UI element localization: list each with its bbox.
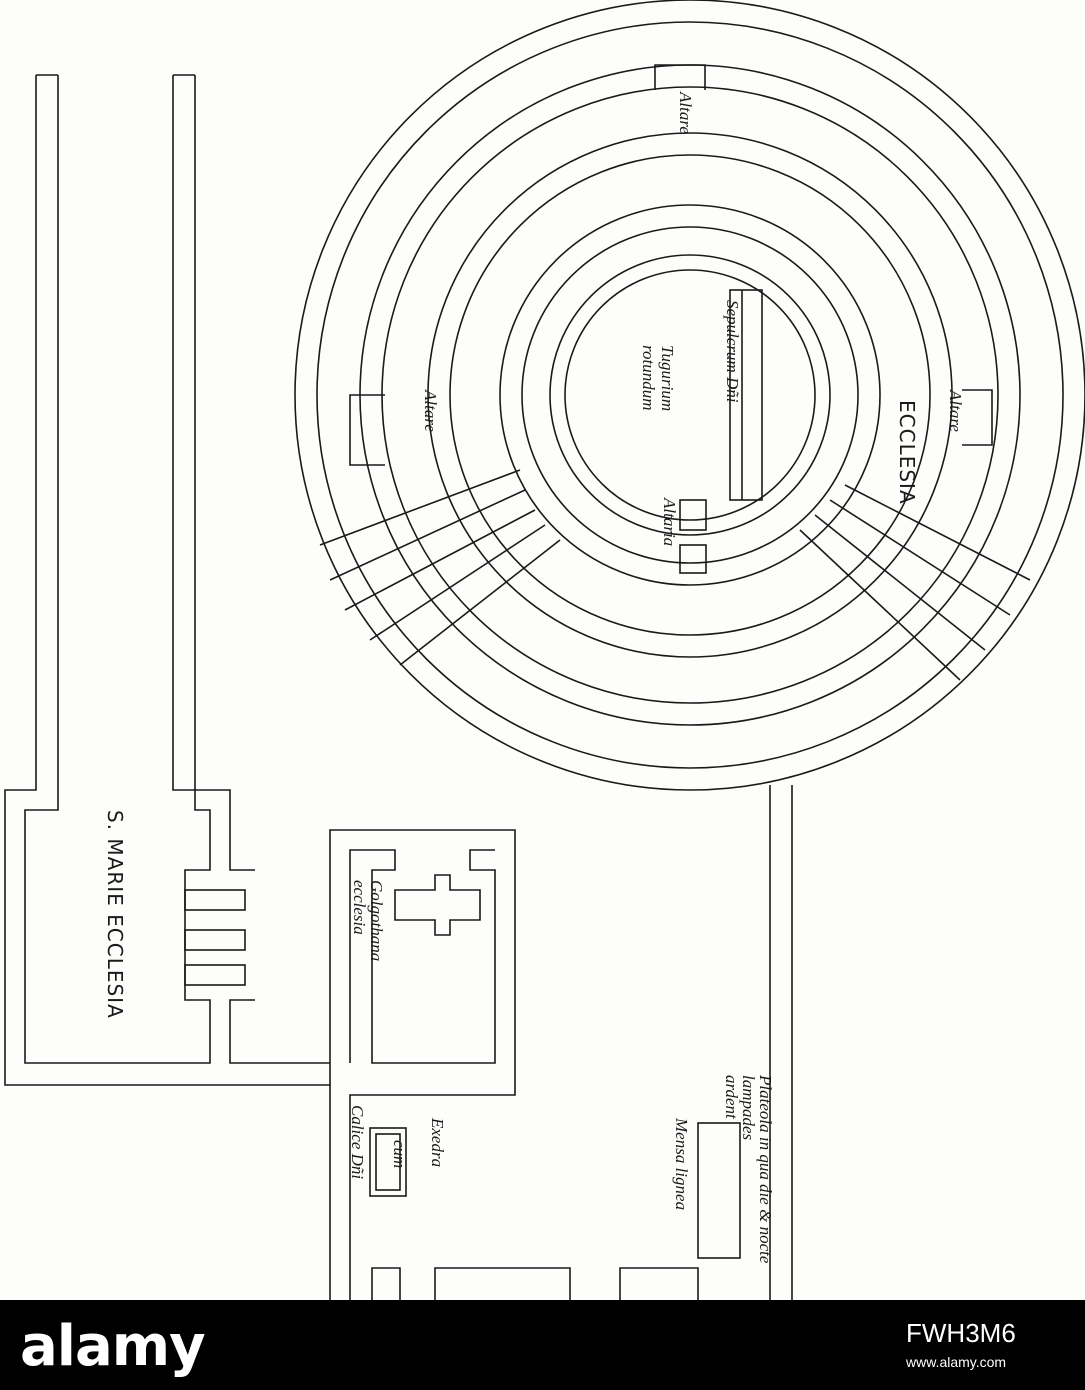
label-lampades: lampades — [739, 1075, 758, 1141]
image-id: FWH3M6 — [906, 1318, 1016, 1348]
label-exedra: Exedra — [428, 1117, 447, 1167]
mensa-table — [697, 1122, 741, 1259]
passage-line — [844, 484, 1031, 581]
lower-walls — [371, 1267, 699, 1300]
apse-right — [962, 389, 993, 446]
altar-apses — [349, 64, 993, 466]
church-plan-diagram: ECCLESIA Altare Altare Altare Sepulcrum … — [4, 0, 1085, 1300]
s-marie-outer-wall — [4, 75, 331, 1300]
third-wall-outer — [427, 132, 953, 658]
lower-wall — [371, 1267, 401, 1300]
tugurium-inner — [564, 269, 816, 521]
label-golgothana: Golgothana — [367, 880, 386, 961]
altaria-block — [679, 499, 707, 531]
plan-labels: ECCLESIA Altare Altare Altare Sepulcrum … — [103, 91, 965, 1264]
lower-wall — [619, 1267, 699, 1300]
golgotha-inner — [349, 849, 496, 1064]
calice-box-inner — [375, 1133, 401, 1191]
passage-line — [329, 489, 526, 581]
passage-line — [344, 509, 536, 611]
cross-icon — [394, 874, 481, 936]
passage-line — [399, 539, 561, 666]
passage-line — [369, 524, 546, 641]
brand-logo: alamy — [20, 1314, 206, 1379]
label-ecclesia-golgotha: ecclesia — [350, 880, 369, 935]
passage-line — [829, 499, 1011, 616]
doorway — [184, 929, 246, 951]
altaria-block-2 — [679, 544, 707, 574]
tugurium-outer — [549, 254, 831, 536]
third-wall-inner — [449, 154, 931, 636]
s-marie-lower — [229, 999, 330, 1064]
label-cum: cum — [390, 1140, 409, 1168]
label-ardent: ardent — [722, 1075, 741, 1120]
label-altaria: Altaria — [660, 497, 679, 546]
passage-line — [319, 469, 521, 546]
label-rotundum: rotundum — [639, 345, 658, 411]
outer-wall-inner — [316, 21, 1064, 769]
label-altare-right: Altare — [946, 389, 965, 432]
doorway — [184, 964, 246, 986]
outer-wall-outer — [294, 0, 1085, 791]
apse-left — [349, 394, 385, 466]
platea-corridor — [369, 785, 793, 1300]
s-marie-inner-wall — [24, 75, 211, 1064]
s-marie-ecclesia-plan — [4, 74, 331, 1300]
watermark-bar: alamy FWH3M6 www.alamy.com — [0, 1300, 1085, 1390]
label-altare-left: Altare — [421, 389, 440, 432]
site-url: www.alamy.com — [906, 1354, 1007, 1370]
doorway — [184, 889, 246, 911]
passage-line — [799, 529, 961, 681]
label-s-marie-ecclesia: S. MARIE ECCLESIA — [103, 810, 127, 1019]
apse-top — [654, 64, 706, 90]
lower-wall — [434, 1267, 571, 1300]
sepulchre-slab — [729, 289, 763, 501]
passage-line — [814, 514, 986, 651]
golgotha-outer — [329, 829, 516, 1300]
label-altare-top: Altare — [676, 91, 695, 134]
inner-wall-inner — [521, 226, 859, 564]
label-ecclesia: ECCLESIA — [895, 400, 919, 505]
golgothana-chapel — [329, 829, 516, 1300]
middle-wall-outer — [359, 64, 1021, 726]
label-calice-dni: Calice Dñi — [348, 1105, 367, 1179]
radial-passages — [319, 469, 1031, 681]
middle-wall-inner — [381, 86, 999, 704]
label-tugurium: Tugurium — [658, 345, 677, 411]
label-plateola: Plateola in qua die & nocte — [756, 1074, 775, 1264]
label-sepulcrum: Sepulcrum Dñi — [723, 300, 742, 403]
s-marie-right-wall — [172, 75, 255, 871]
label-mensa-lignea: Mensa lignea — [672, 1117, 691, 1210]
calice-box-outer — [369, 1127, 407, 1197]
inner-wall-outer — [499, 204, 881, 586]
